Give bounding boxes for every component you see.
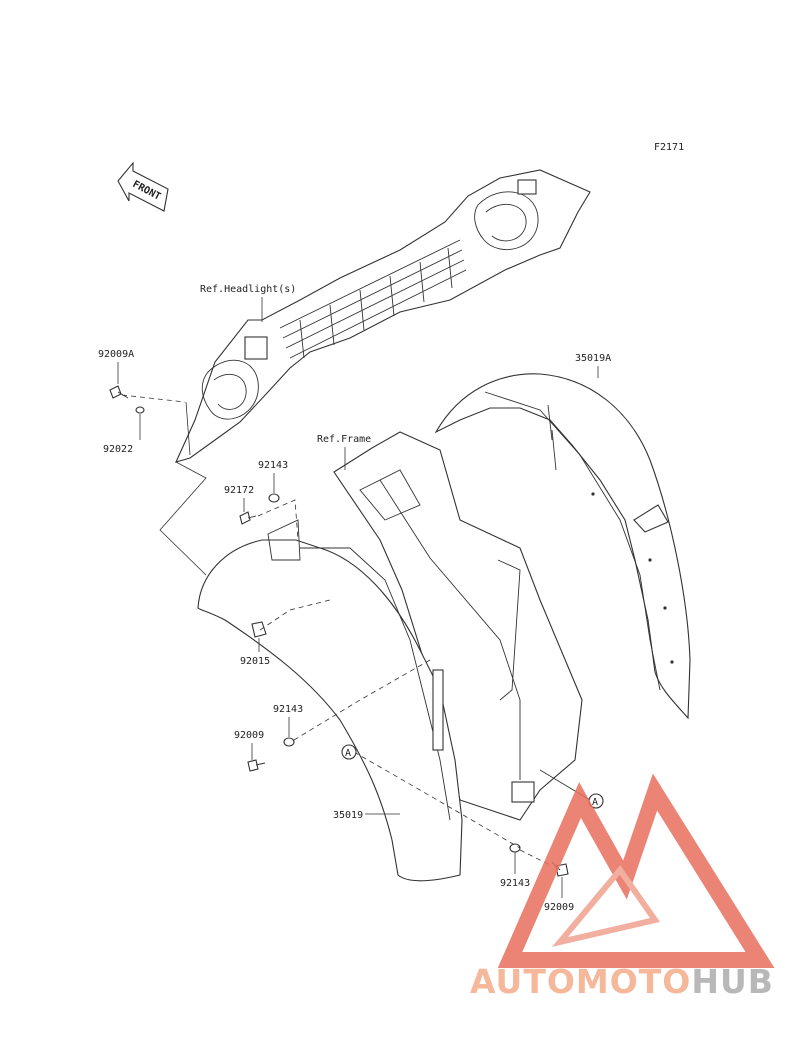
part-number-92009A: 92009A xyxy=(98,349,134,360)
part-number-35019: 35019 xyxy=(333,810,363,821)
cover-mount-strip xyxy=(432,669,444,751)
svg-text:A: A xyxy=(345,748,351,759)
ref-headlight-label: Ref.Headlight(s) xyxy=(200,284,296,295)
part-number-92172: 92172 xyxy=(224,485,254,496)
watermark-part2: HUB xyxy=(691,962,774,1001)
figure-code: F2171 xyxy=(654,142,684,153)
frame-bracket xyxy=(511,781,535,803)
fairing-tab-right xyxy=(517,179,537,195)
front-direction-arrow: FRONT xyxy=(117,161,169,212)
fairing-tab-left xyxy=(244,336,268,360)
part-number-92009-bot: 92009 xyxy=(544,902,574,913)
frame-reference xyxy=(333,431,583,821)
watermark-part1: AUTOMOTO xyxy=(470,962,692,1001)
part-number-92022: 92022 xyxy=(103,444,133,455)
part-number-92143-mid: 92143 xyxy=(273,704,303,715)
part-number-35019A: 35019A xyxy=(575,353,611,364)
part-number-92143-top: 92143 xyxy=(258,460,288,471)
hardware-92143-bot xyxy=(509,843,521,853)
watermark-logo-triangle xyxy=(497,773,775,968)
hardware-92009-mid xyxy=(247,759,266,772)
part-number-92143-bot: 92143 xyxy=(500,878,530,889)
hardware-92009A xyxy=(109,385,129,399)
ref-frame-label: Ref.Frame xyxy=(317,434,371,445)
hardware-92143-mid xyxy=(283,737,295,747)
hardware-92143-top xyxy=(268,493,280,503)
watermark-logo-text: AUTOMOTOHUB xyxy=(470,962,774,1001)
connector-mark-left: A xyxy=(341,744,357,760)
svg-text:A: A xyxy=(592,797,598,808)
hardware-92022 xyxy=(135,406,145,414)
part-number-92009-mid: 92009 xyxy=(234,730,264,741)
front-fairing-grille xyxy=(175,169,591,463)
hardware-92015 xyxy=(251,621,267,638)
side-cover-35019A xyxy=(434,373,691,720)
hardware-92172 xyxy=(239,511,257,525)
part-number-92015: 92015 xyxy=(240,656,270,667)
side-cover-35019 xyxy=(197,519,463,882)
